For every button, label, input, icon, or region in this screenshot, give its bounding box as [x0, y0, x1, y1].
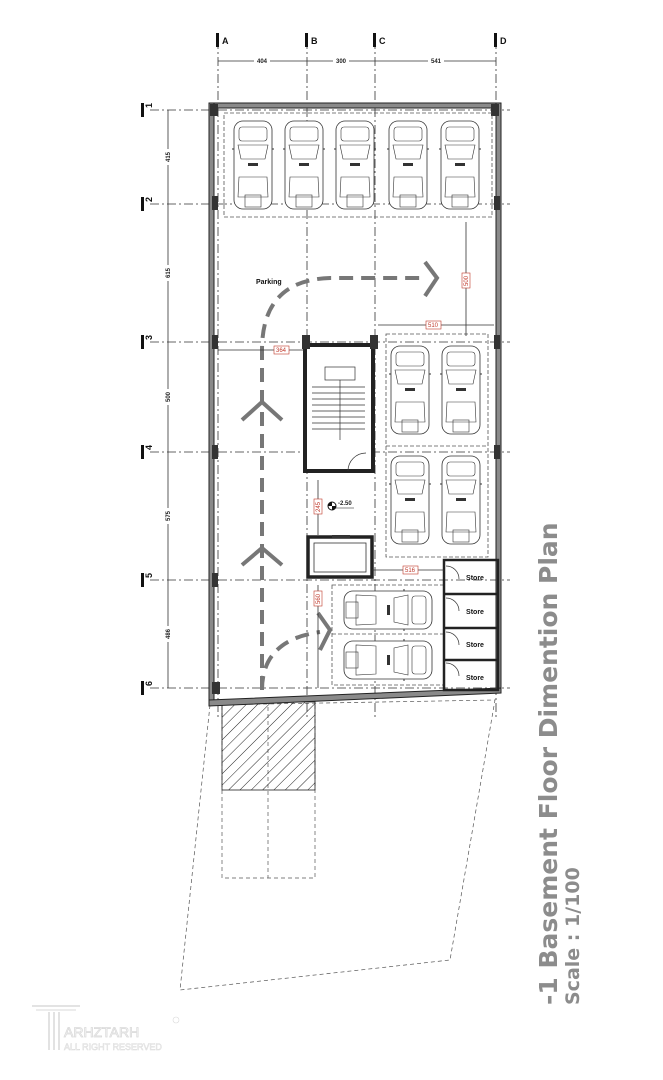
- watermark-brand: ARHZTARH: [64, 1024, 139, 1040]
- level-label: -2.50: [338, 501, 352, 507]
- dim-parking-width: 364: [276, 348, 287, 354]
- level-marker: -2.50: [327, 501, 354, 511]
- dim-2-3: 615: [166, 267, 172, 278]
- title-block: -1 Basement Floor Dimention Plan Scale :…: [534, 522, 584, 1005]
- plan-scale: Scale : 1/100: [562, 867, 584, 1005]
- grid-label-6: 6: [144, 681, 154, 686]
- car-icon: [333, 120, 377, 210]
- car-icon: [231, 120, 275, 210]
- dim-a-b: 404: [257, 59, 268, 65]
- dim-stall-block: 510: [428, 323, 439, 329]
- car-icon: [344, 589, 432, 631]
- watermark-rights: ALL RIGHT RESERVED: [64, 1042, 162, 1052]
- car-icon: [439, 455, 483, 545]
- ramp-hatch: [221, 701, 316, 791]
- parking-stalls-top: [223, 112, 493, 218]
- dim-5-6: 486: [166, 628, 172, 639]
- grid-label-4: 4: [144, 445, 154, 450]
- car-icon: [282, 120, 326, 210]
- grid-label-b: B: [311, 36, 318, 46]
- elevator: [306, 535, 374, 579]
- grid-label-5: 5: [144, 573, 154, 578]
- site-boundary: [179, 699, 496, 991]
- watermark-logo: ARHZTARH ALL RIGHT RESERVED: [32, 1005, 180, 1052]
- dim-bottom-stall: 560: [316, 593, 322, 604]
- dim-lobby-depth: 245: [316, 501, 322, 512]
- grid-label-1: 1: [144, 103, 154, 108]
- dim-1-2: 415: [166, 151, 172, 162]
- dim-store-offset: 516: [405, 568, 416, 574]
- car-icon: [438, 120, 482, 210]
- car-icon: [388, 345, 432, 435]
- outer-walls: [208, 102, 502, 707]
- grid-label-a: A: [222, 36, 229, 46]
- circulation-arrows: [240, 260, 440, 691]
- dim-4-5: 575: [166, 510, 172, 521]
- store-label: Store: [466, 575, 484, 582]
- row-markers: 1 2 3 4 5 6 415 615 500 575 486: [141, 103, 172, 695]
- dim-aisle-depth: 500: [464, 275, 470, 286]
- grid-label-c: C: [379, 36, 386, 46]
- car-icon: [388, 455, 432, 545]
- store-label: Store: [466, 642, 484, 649]
- store-rooms: Store Store Store Store: [442, 558, 500, 692]
- dim-c-d: 541: [431, 59, 442, 65]
- car-icon: [344, 639, 432, 681]
- column-markers: A B C D 404 300 541: [216, 33, 507, 65]
- dim-b-c: 300: [336, 59, 347, 65]
- store-label: Store: [466, 609, 484, 616]
- stair-core: [302, 335, 378, 473]
- store-label: Store: [466, 675, 484, 682]
- car-icon: [386, 120, 430, 210]
- dim-3-4: 500: [166, 391, 172, 402]
- grid-label-3: 3: [144, 335, 154, 340]
- parking-stalls-right: [385, 333, 489, 558]
- grid-label-d: D: [500, 36, 507, 46]
- grid-label-2: 2: [144, 197, 154, 202]
- plan-title: -1 Basement Floor Dimention Plan: [534, 522, 563, 1005]
- parking-label: Parking: [256, 279, 282, 286]
- car-icon: [439, 345, 483, 435]
- inner-dimensions: 364 510 516 500 245 560: [218, 222, 494, 688]
